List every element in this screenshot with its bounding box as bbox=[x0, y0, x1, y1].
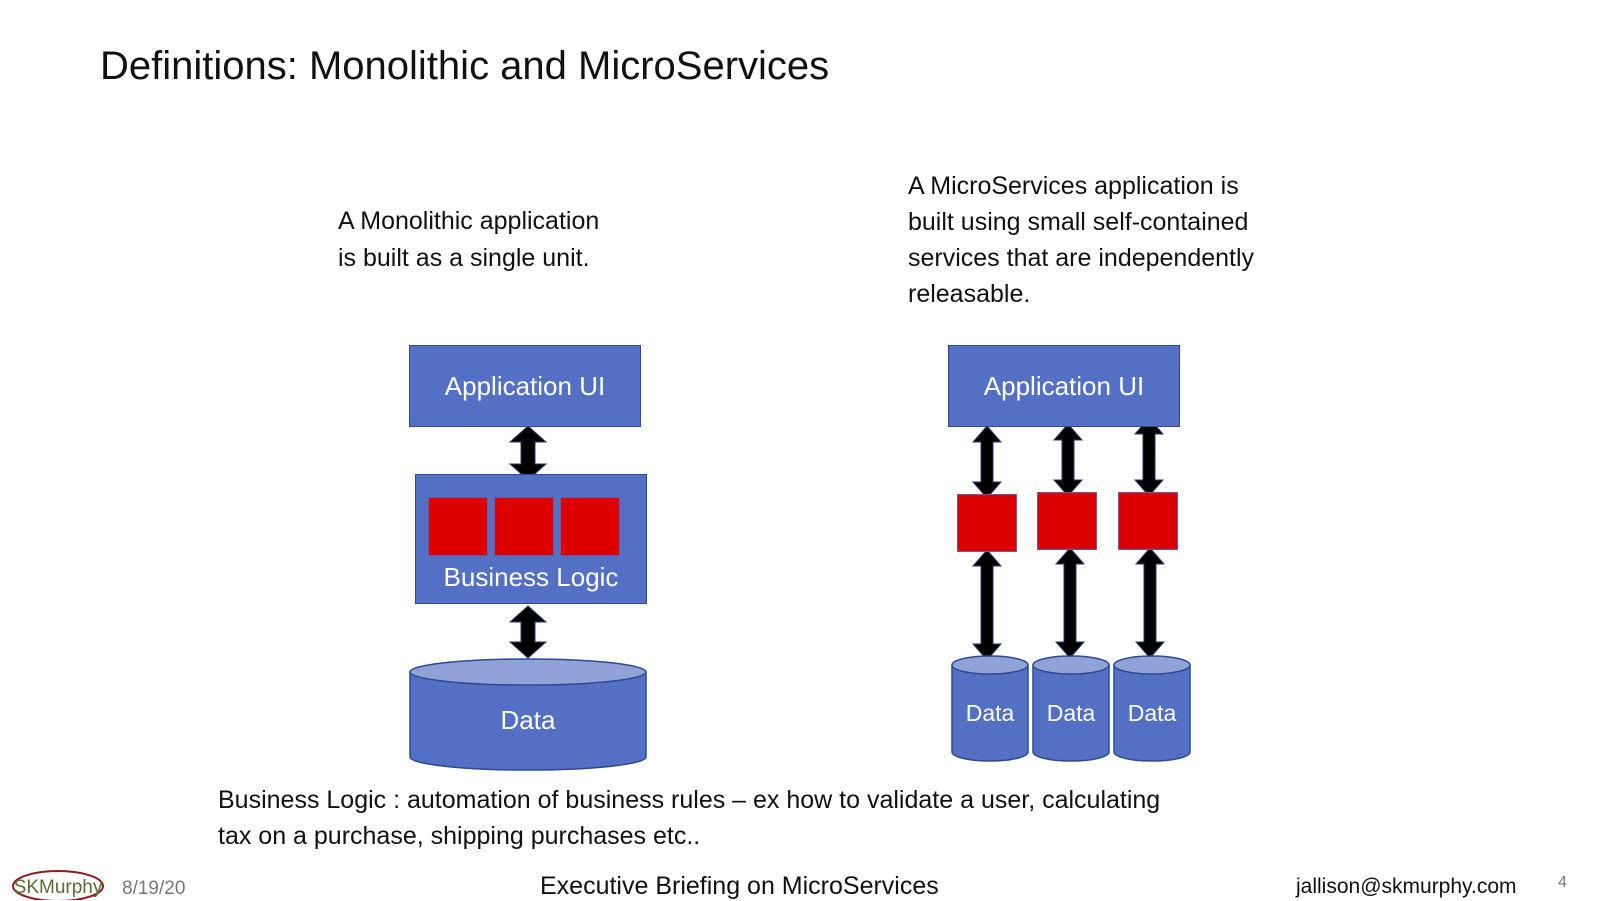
microservice-data-label-1: Data bbox=[965, 700, 1015, 726]
microservice-arrow-top-1 bbox=[971, 425, 1003, 499]
microservice-data-cylinder-3 bbox=[1113, 655, 1191, 762]
microservice-1 bbox=[957, 494, 1017, 552]
logo-text: SKMurphy bbox=[14, 877, 103, 898]
monolithic-data-label: Data bbox=[500, 705, 556, 735]
microservice-data-label-3: Data bbox=[1127, 700, 1177, 726]
monolithic-data-cylinder bbox=[409, 658, 647, 771]
footer-date: 8/19/20 bbox=[122, 878, 186, 899]
monolithic-arrow-logic-data bbox=[508, 605, 548, 659]
microservice-arrow-bottom-1 bbox=[971, 549, 1003, 661]
microservices-description: A MicroServices application is built usi… bbox=[908, 168, 1254, 312]
microservices-description-line: services that are independently bbox=[908, 244, 1255, 272]
microservice-data-cylinder-1 bbox=[951, 655, 1029, 762]
slide-title: Definitions: Monolithic and MicroService… bbox=[100, 44, 830, 88]
microservice-data-label-2: Data bbox=[1046, 700, 1096, 726]
microservices-description-line: A MicroServices application is bbox=[908, 172, 1239, 200]
monolithic-component-3 bbox=[560, 497, 620, 556]
business-logic-footnote: Business Logic : automation of business … bbox=[218, 782, 1160, 854]
microservices-description-line: releasable. bbox=[908, 280, 1031, 308]
microservice-arrow-bottom-2 bbox=[1054, 547, 1086, 659]
footer-title: Executive Briefing on MicroServices bbox=[540, 872, 939, 900]
monolithic-application-ui-label: Application UI bbox=[444, 370, 606, 401]
microservice-3 bbox=[1118, 492, 1178, 550]
microservices-description-line: built using small self-contained bbox=[908, 208, 1249, 236]
microservice-data-cylinder-2 bbox=[1032, 655, 1110, 762]
page-number: 4 bbox=[1558, 874, 1567, 891]
monolithic-description-line: is built as a single unit. bbox=[338, 244, 590, 272]
footer-email: jallison@skmurphy.com bbox=[1296, 875, 1517, 898]
monolithic-arrow-ui-logic bbox=[508, 425, 548, 481]
footnote-line: Business Logic : automation of business … bbox=[218, 786, 1161, 814]
monolithic-description: A Monolithic application is built as a s… bbox=[338, 203, 599, 277]
microservices-application-ui-label: Application UI bbox=[983, 370, 1145, 401]
footnote-line: tax on a purchase, shipping purchases et… bbox=[218, 822, 701, 850]
skmurphy-logo: SKMurphy bbox=[12, 870, 104, 900]
monolithic-component-2 bbox=[494, 497, 554, 556]
monolithic-application-ui-box: Application UI bbox=[409, 345, 641, 427]
microservice-arrow-top-3 bbox=[1133, 417, 1165, 497]
microservices-application-ui-box: Application UI bbox=[948, 345, 1180, 427]
monolithic-business-logic-label: Business Logic bbox=[443, 562, 619, 592]
microservice-2 bbox=[1037, 492, 1097, 550]
monolithic-component-1 bbox=[428, 497, 488, 556]
microservice-arrow-bottom-3 bbox=[1134, 547, 1166, 659]
monolithic-description-line: A Monolithic application bbox=[338, 207, 600, 235]
microservice-arrow-top-2 bbox=[1052, 423, 1084, 497]
